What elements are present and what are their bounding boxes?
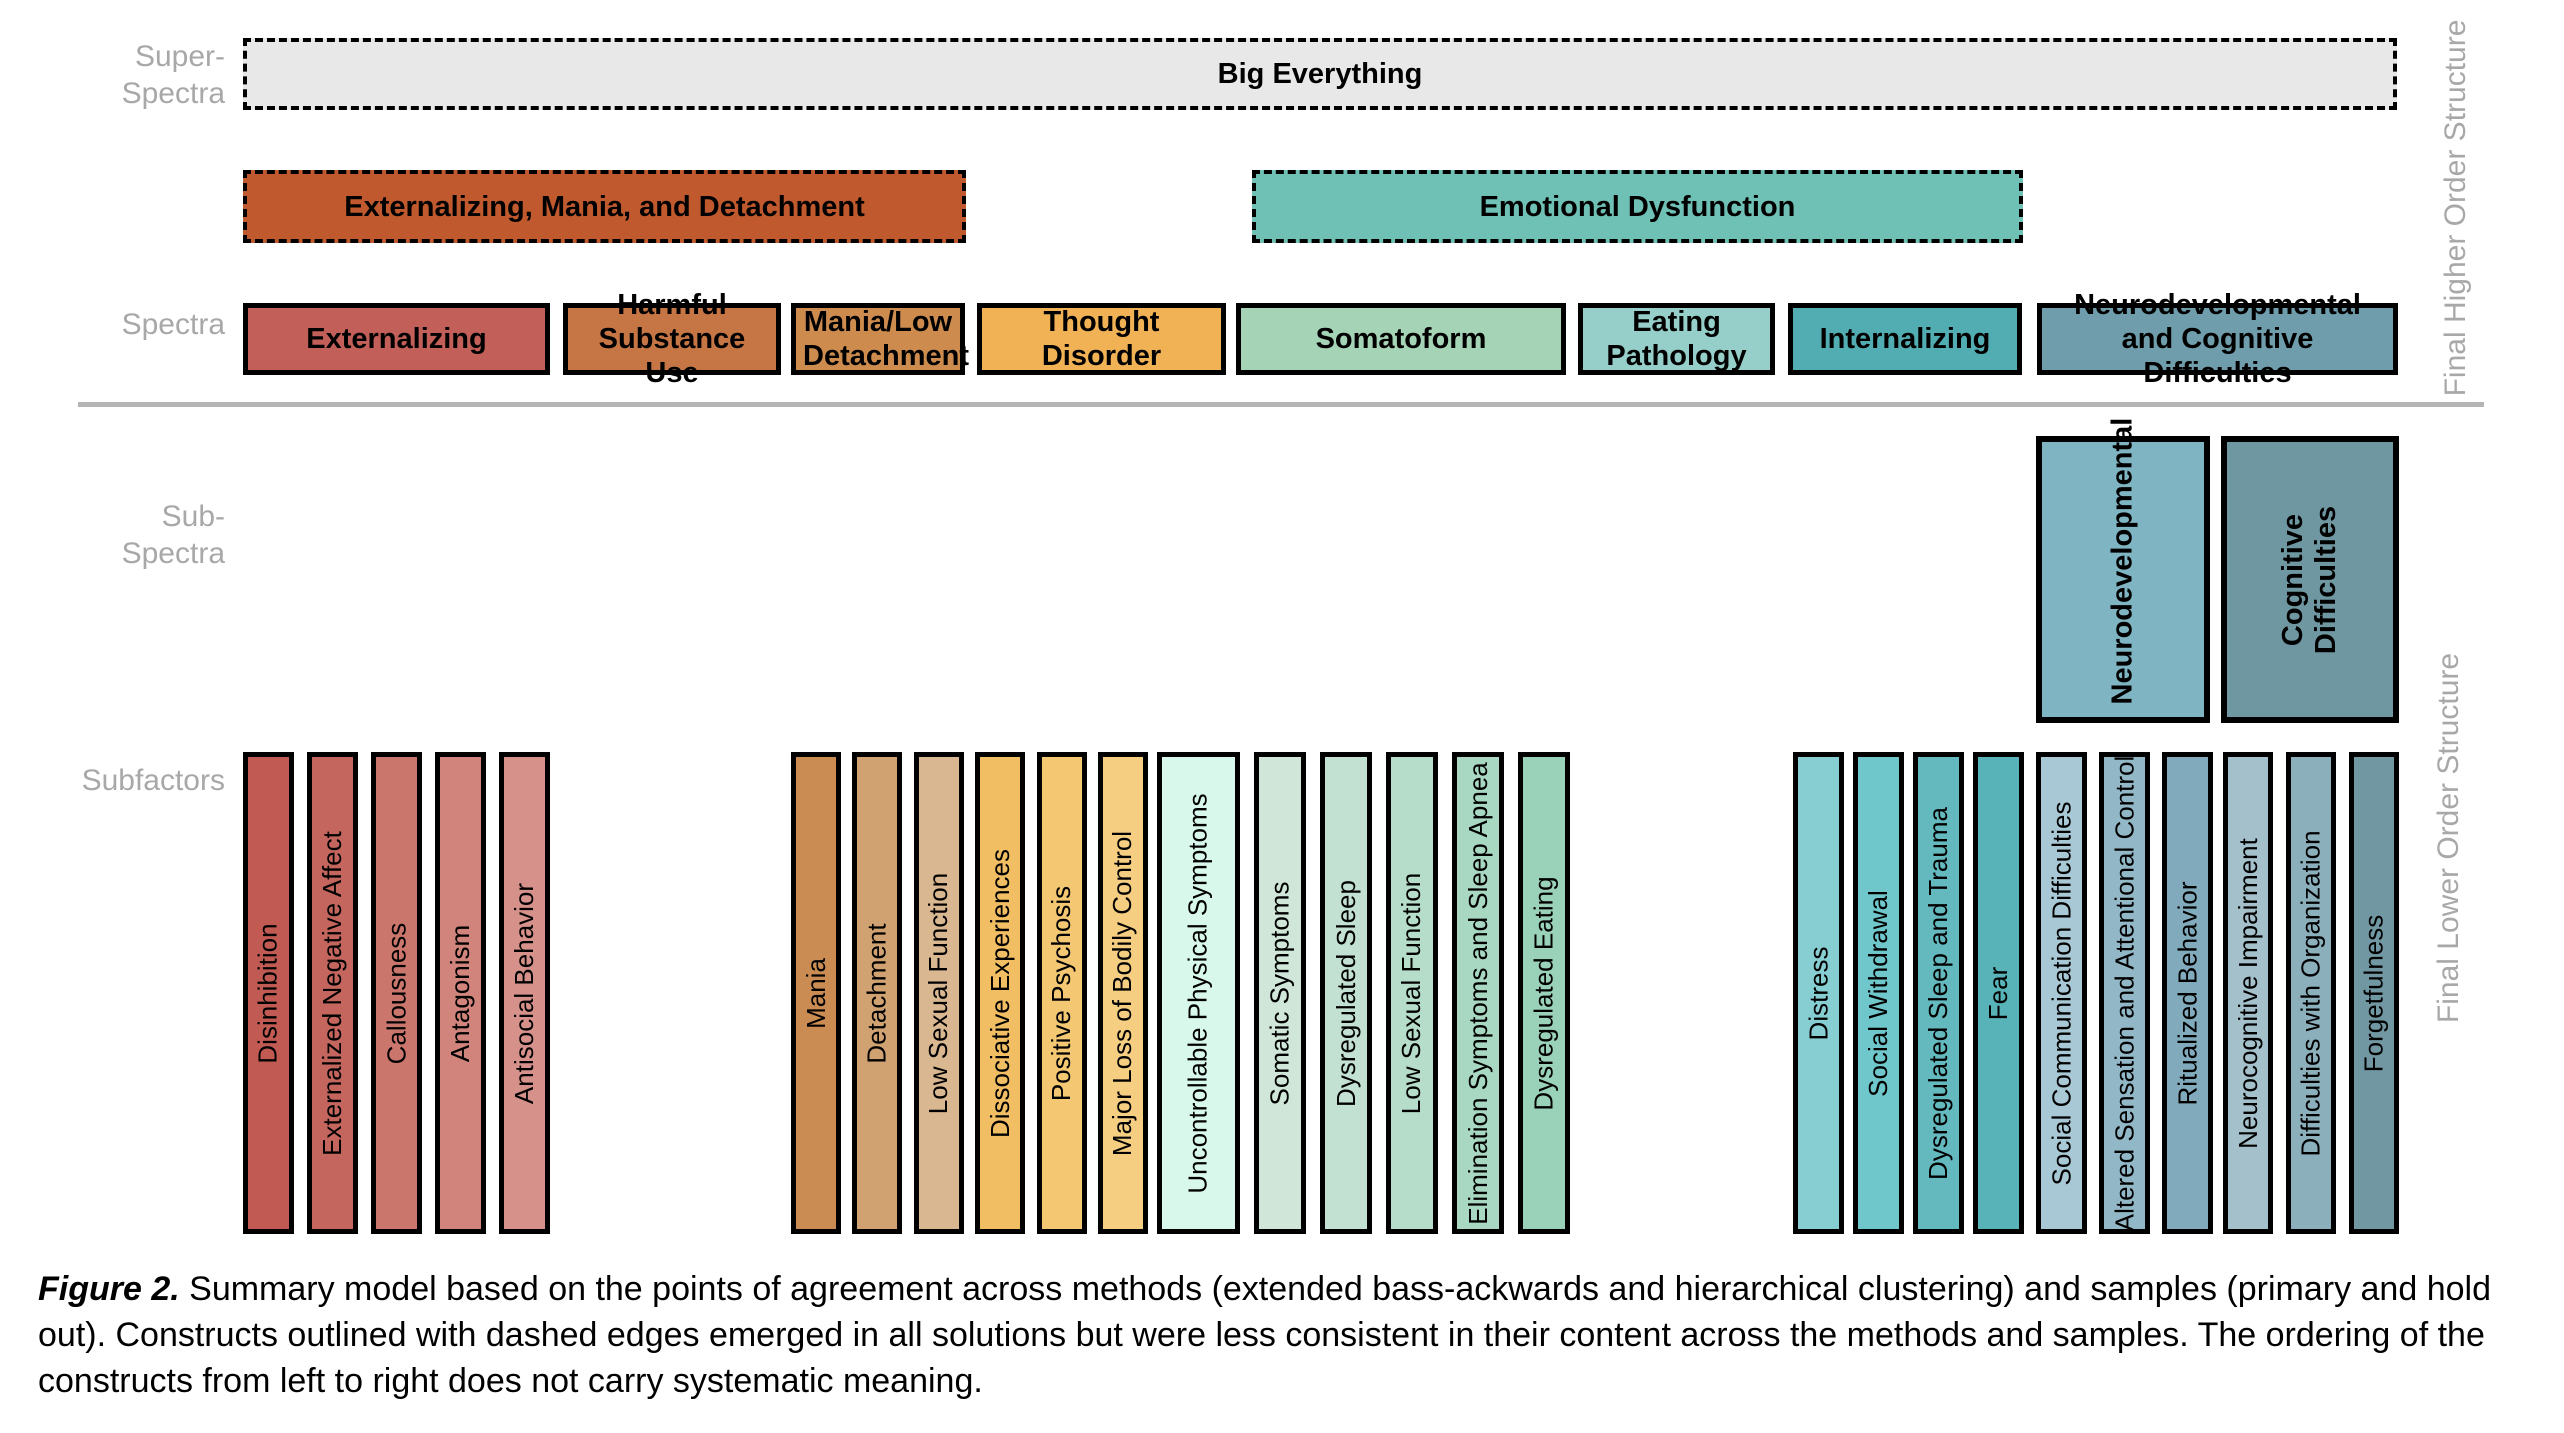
spectrum-internalizing: Internalizing bbox=[1788, 303, 2022, 375]
side-label-higher-order: Final Higher Order Structure bbox=[2439, 19, 2472, 397]
caption-line: Figure 2. Summary model based on the poi… bbox=[38, 1266, 2491, 1312]
caption-text: Summary model based on the points of agr… bbox=[179, 1270, 2491, 1308]
subfactor-label: Callousness bbox=[381, 922, 412, 1064]
subfactor-label: Mania bbox=[800, 957, 831, 1029]
box-label: Cognitive Difficulties bbox=[2277, 505, 2342, 654]
subfactor-bar: Detachment bbox=[852, 752, 902, 1234]
box-label: Thought Disorder bbox=[1041, 306, 1162, 372]
box-externalizing-mania-detachment: Externalizing, Mania, and Detachment bbox=[243, 170, 966, 243]
subfactor-bar: Elimination Symptoms and Sleep Apnea bbox=[1452, 752, 1504, 1234]
subfactor-bar: Social Withdrawal bbox=[1853, 752, 1904, 1234]
subfactor-bar: Positive Psychosis bbox=[1037, 752, 1087, 1234]
caption-line: constructs from left to right does not c… bbox=[38, 1362, 983, 1400]
subfactor-bar: Antagonism bbox=[435, 752, 486, 1234]
side-label-lower-order: Final Lower Order Structure bbox=[2432, 652, 2465, 1024]
box-label: Big Everything bbox=[1217, 58, 1423, 90]
subfactor-label: Somatic Symptoms bbox=[1264, 881, 1295, 1105]
spectrum-externalizing: Externalizing bbox=[243, 303, 550, 375]
subfactor-label: Dysregulated Sleep and Trauma bbox=[1923, 806, 1954, 1180]
subfactor-label: Neurocognitive Impairment bbox=[2232, 837, 2263, 1149]
box-label: Somatoform bbox=[1315, 323, 1487, 355]
subspectrum-neurodevelopmental: Neurodevelopmental bbox=[2036, 417, 2210, 723]
subfactor-bar: Difficulties with Organization bbox=[2286, 752, 2336, 1234]
subfactor-label: Positive Psychosis bbox=[1046, 885, 1077, 1101]
subfactor-bar: Fear bbox=[1973, 752, 2024, 1234]
subfactor-label: Distress bbox=[1803, 946, 1833, 1040]
subfactor-label: Social Communication Difficulties bbox=[2046, 801, 2076, 1185]
caption-line: out). Constructs outlined with dashed ed… bbox=[38, 1316, 2485, 1354]
subfactor-bar: Major Loss of Bodily Control bbox=[1098, 752, 1148, 1234]
box-label: Neurodevelopmental bbox=[2106, 417, 2139, 705]
box-label: Harmful Substance Use bbox=[598, 289, 746, 389]
box-label: Neurodevelopmental and Cognitive Difficu… bbox=[2074, 289, 2361, 389]
box-label: Eating Pathology bbox=[1606, 306, 1747, 372]
subfactor-bar: Uncontrollable Physical Symptoms bbox=[1157, 752, 1240, 1234]
subfactor-label: Fear bbox=[1983, 966, 2013, 1020]
subfactor-label: Antisocial Behavior bbox=[509, 882, 539, 1104]
row-label-sub-spectra: Sub- Spectra bbox=[25, 498, 225, 572]
subfactor-label: Detachment bbox=[861, 922, 892, 1064]
figure-caption: Figure 2. Summary model based on the poi… bbox=[38, 1266, 2491, 1404]
subfactor-bar: Dissociative Experiences bbox=[975, 752, 1025, 1234]
box-label: Mania/Low Detachment bbox=[803, 306, 969, 372]
box-label: Internalizing bbox=[1819, 323, 1991, 355]
subfactor-label: Disinhibition bbox=[253, 922, 283, 1064]
subfactor-bar: Distress bbox=[1793, 752, 1844, 1234]
spectrum-mania-low-detachment: Mania/Low Detachment bbox=[791, 303, 969, 375]
row-label-super-spectra: Super- Spectra bbox=[25, 38, 225, 112]
spectrum-somatoform: Somatoform bbox=[1236, 303, 1566, 375]
subfactor-bar: Forgetfulness bbox=[2349, 752, 2399, 1234]
subfactor-bar: Low Sexual Function bbox=[914, 752, 964, 1234]
spectrum-thought-disorder: Thought Disorder bbox=[977, 303, 1226, 375]
box-label: Externalizing bbox=[306, 323, 487, 355]
subfactor-label: Dysregulated Sleep bbox=[1330, 879, 1361, 1107]
subfactor-label: Major Loss of Bodily Control bbox=[1107, 830, 1138, 1156]
subfactor-label: Externalized Negative Affect bbox=[317, 830, 347, 1156]
row-label-line: Super- bbox=[134, 40, 225, 73]
row-label-line: Sub- bbox=[161, 500, 225, 533]
subspectrum-cognitive-difficulties: Cognitive Difficulties bbox=[2221, 436, 2399, 723]
subfactor-bar: Dysregulated Sleep and Trauma bbox=[1913, 752, 1964, 1234]
subfactor-bar: Neurocognitive Impairment bbox=[2223, 752, 2273, 1234]
subfactor-bar: Somatic Symptoms bbox=[1254, 752, 1306, 1234]
box-label: Emotional Dysfunction bbox=[1479, 190, 1796, 223]
subfactor-label: Uncontrollable Physical Symptoms bbox=[1183, 792, 1213, 1194]
subfactor-bar: Altered Sensation and Attentional Contro… bbox=[2099, 752, 2150, 1234]
row-label-subfactors: Subfactors bbox=[25, 762, 225, 799]
subfactor-bar: Low Sexual Function bbox=[1386, 752, 1438, 1234]
subfactor-bar: Callousness bbox=[371, 752, 422, 1234]
row-label-spectra: Spectra bbox=[25, 306, 225, 343]
spectrum-harmful-substance-use: Harmful Substance Use bbox=[563, 289, 781, 389]
box-label: Externalizing, Mania, and Detachment bbox=[344, 190, 865, 223]
subfactor-label: Dysregulated Eating bbox=[1528, 875, 1559, 1111]
subfactor-bar: Dysregulated Eating bbox=[1518, 752, 1570, 1234]
subfactor-label: Dissociative Experiences bbox=[984, 848, 1015, 1138]
row-label-line: Spectra bbox=[121, 77, 225, 110]
spectrum-eating-pathology: Eating Pathology bbox=[1578, 303, 1775, 375]
subfactor-bar: Social Communication Difficulties bbox=[2036, 752, 2087, 1234]
row-label-line: Spectra bbox=[121, 537, 225, 570]
subfactor-label: Ritualized Behavior bbox=[2172, 880, 2203, 1106]
subfactor-bar: Externalized Negative Affect bbox=[307, 752, 358, 1234]
section-divider bbox=[78, 402, 2484, 407]
subfactor-label: Low Sexual Function bbox=[923, 872, 954, 1114]
box-emotional-dysfunction: Emotional Dysfunction bbox=[1252, 170, 2023, 243]
row-label-line: Spectra bbox=[121, 308, 225, 341]
subfactor-bar: Disinhibition bbox=[243, 752, 294, 1234]
row-label-line: Subfactors bbox=[81, 764, 225, 797]
spectrum-neurodev-cognitive: Neurodevelopmental and Cognitive Difficu… bbox=[2037, 289, 2398, 389]
subfactor-label: Elimination Symptoms and Sleep Apnea bbox=[1462, 761, 1493, 1225]
subfactor-label: Antagonism bbox=[445, 924, 475, 1062]
subfactor-bar: Dysregulated Sleep bbox=[1320, 752, 1372, 1234]
subfactor-label: Forgetfulness bbox=[2358, 914, 2389, 1072]
subfactor-label: Low Sexual Function bbox=[1396, 872, 1427, 1114]
subfactor-label: Difficulties with Organization bbox=[2295, 829, 2326, 1157]
subfactor-bar: Mania bbox=[791, 752, 841, 1234]
box-big-everything: Big Everything bbox=[243, 38, 2397, 110]
subfactor-bar: Ritualized Behavior bbox=[2162, 752, 2213, 1234]
subfactor-label: Social Withdrawal bbox=[1863, 889, 1894, 1097]
subfactor-label: Altered Sensation and Attentional Contro… bbox=[2109, 755, 2140, 1231]
subfactor-bar: Antisocial Behavior bbox=[499, 752, 550, 1234]
caption-figure-label: Figure 2. bbox=[38, 1270, 180, 1308]
